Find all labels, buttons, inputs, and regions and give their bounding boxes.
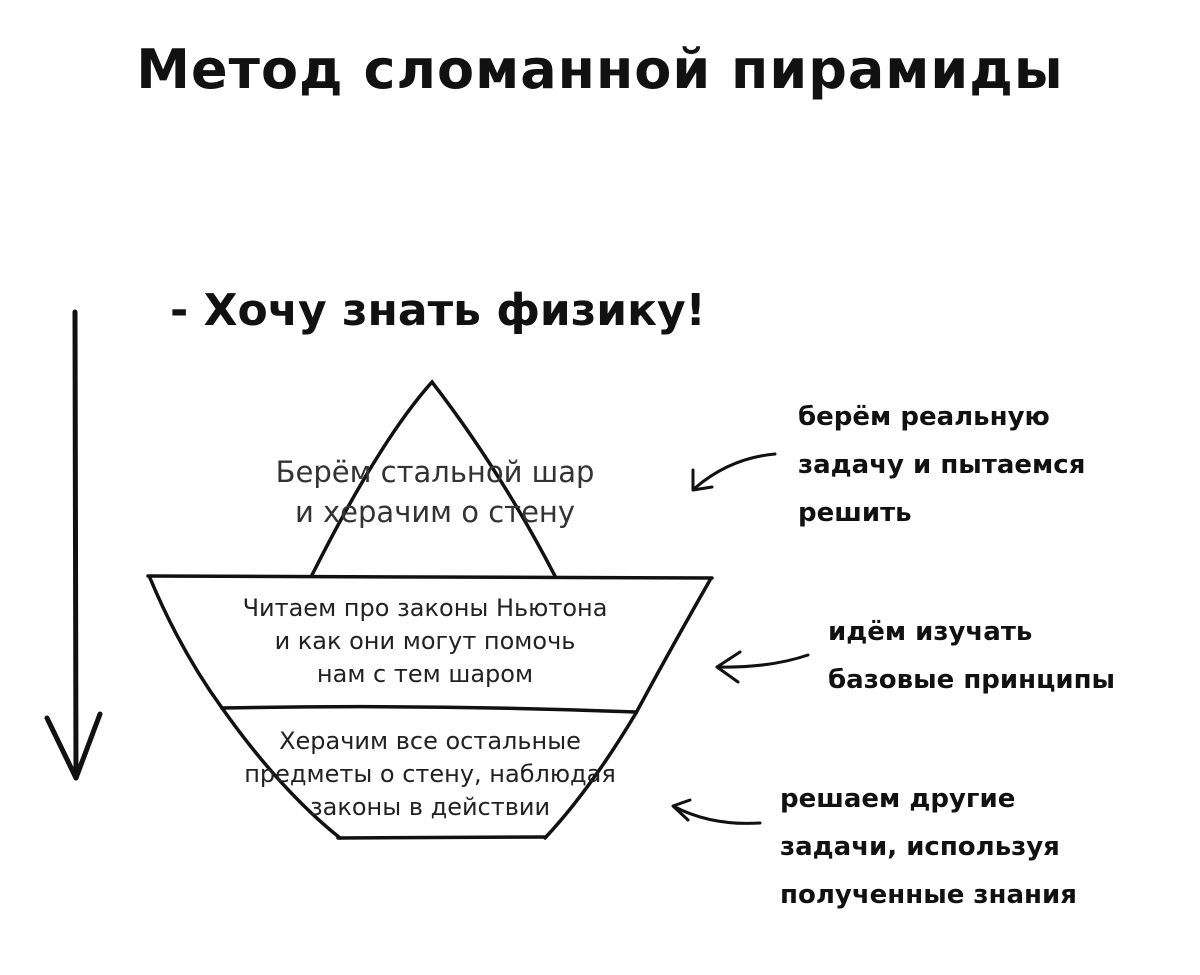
pyramid-middle-line: нам с тем шаром	[316, 660, 534, 689]
note-line: задачу и пытаемся	[798, 450, 1086, 481]
pyramid-top-line: и херачим о стену	[294, 495, 576, 530]
arrow-left-icon	[691, 452, 777, 492]
arrow-left-icon	[715, 650, 810, 684]
pyramid-bottom-layer	[220, 706, 638, 840]
note-top: берём реальную задачу и пытаемся решить	[798, 393, 1158, 537]
pyramid-middle-text: Читаем про законы Ньютона и как они могу…	[175, 592, 675, 691]
note-line: берём реальную	[798, 402, 1050, 432]
pyramid-bottom-line: предметы о стену, наблюдая	[244, 760, 616, 789]
note-bottom: решаем другие задачи, используя полученн…	[780, 775, 1160, 919]
note-line: полученные знания	[780, 880, 1077, 911]
note-line: решаем другие	[780, 784, 1016, 814]
pyramid-top-text: Берём стальной шар и херачим о стену	[220, 452, 650, 532]
pyramid-middle-line: и как они могут помочь	[274, 627, 576, 656]
note-line: задачи, используя	[780, 832, 1060, 863]
goal-statement: - Хочу знать физику!	[170, 285, 706, 336]
note-line: идём изучать	[828, 617, 1033, 647]
pyramid-bottom-line: законы в действии	[309, 793, 551, 822]
pyramid-top-triangle	[310, 379, 557, 578]
note-line: базовые принципы	[828, 665, 1116, 696]
note-middle: идём изучать базовые принципы	[828, 608, 1168, 704]
pyramid-bottom-line: Херачим все остальные	[279, 727, 581, 755]
pyramid-middle-line: Читаем про законы Ньютона	[242, 594, 608, 622]
arrow-left-icon	[671, 798, 762, 825]
pyramid-bottom-text: Херачим все остальные предметы о стену, …	[195, 725, 665, 824]
down-arrow-icon	[44, 309, 103, 781]
pyramid-middle-layer	[146, 574, 714, 715]
page-title: Метод сломанной пирамиды	[136, 38, 1064, 101]
pyramid-top-line: Берём стальной шар	[275, 455, 595, 489]
note-line: решить	[798, 498, 912, 529]
